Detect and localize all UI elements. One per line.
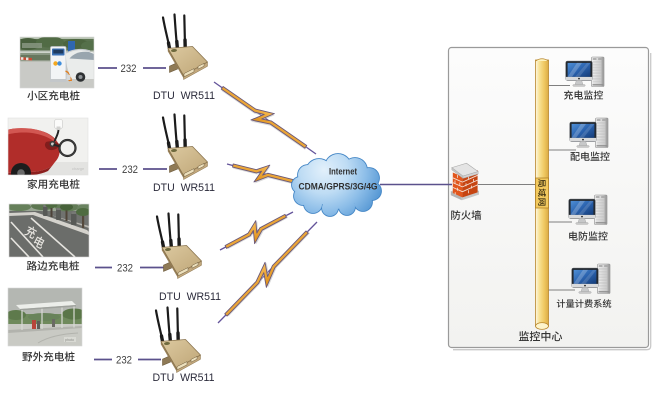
svg-text:232: 232 bbox=[117, 262, 133, 274]
svg-text:DTU WR511: DTU WR511 bbox=[153, 372, 215, 384]
svg-text:CDMA/GPRS/3G/4G: CDMA/GPRS/3G/4G bbox=[299, 182, 378, 192]
svg-text:DTU WR511: DTU WR511 bbox=[159, 291, 221, 303]
svg-text:DTU WR511: DTU WR511 bbox=[153, 90, 215, 102]
svg-text:232: 232 bbox=[116, 354, 132, 366]
svg-text:DTU WR511: DTU WR511 bbox=[153, 182, 215, 194]
svg-text:232: 232 bbox=[121, 63, 137, 75]
svg-text:Internet: Internet bbox=[329, 166, 357, 176]
svg-text:photo: photo bbox=[65, 338, 74, 342]
svg-text:charge: charge bbox=[72, 166, 85, 171]
svg-text:232: 232 bbox=[122, 164, 138, 176]
